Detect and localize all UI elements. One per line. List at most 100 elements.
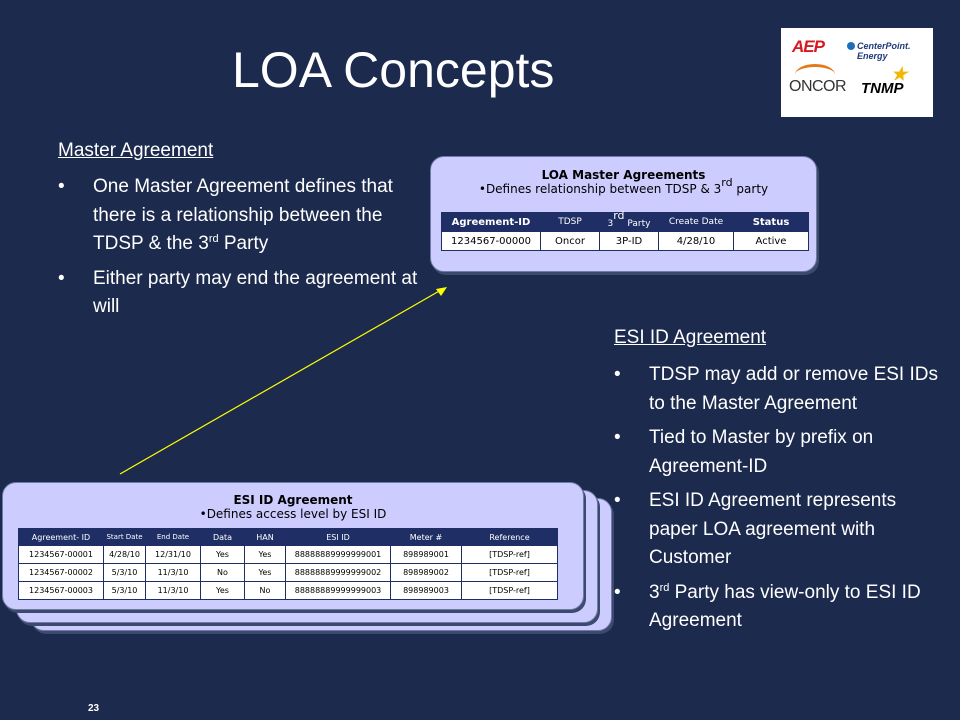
- table-cell: 1234567-00000: [441, 231, 541, 251]
- table-cell: 1234567-00003: [18, 581, 104, 600]
- column-header: Agreement- ID: [18, 528, 104, 546]
- master-bullet-1-after: Party: [218, 233, 269, 254]
- page-number: 23: [88, 703, 100, 714]
- table-cell: 5/3/10: [103, 563, 146, 582]
- column-header-after: Party: [624, 218, 651, 229]
- arrow-line: [119, 289, 442, 475]
- column-header: Meter #: [390, 528, 462, 546]
- table-cell: 12/31/10: [145, 545, 201, 564]
- table-header-row: Agreement- ID Start Date End Date Data H…: [18, 528, 558, 546]
- esi-box-subtitle: •Defines access level by ESI ID: [199, 507, 387, 521]
- column-header: Create Date: [658, 212, 734, 232]
- tnmp-logo: ★ TNMP: [861, 64, 907, 97]
- esi-bullet-4-pre: 3: [649, 581, 660, 603]
- column-header: End Date: [145, 528, 201, 546]
- master-box-subtitle: •Defines relationship between TDSP & 3rd…: [431, 177, 816, 196]
- master-bullet-1: • One Master Agreement defines that there…: [58, 173, 418, 259]
- slide-title: LOA Concepts: [232, 42, 555, 98]
- bullet-icon: •: [614, 364, 621, 385]
- table-cell: 88888889999999002: [285, 563, 391, 582]
- utility-logos: AEP CenterPoint. Energy ONCOR ★ TNMP: [781, 28, 933, 117]
- column-header: TDSP: [540, 212, 600, 232]
- master-agreements-table: Agreement-ID TDSP 3rd Party Create Date …: [441, 210, 809, 251]
- esi-bullet-4-text: Party has view-only to ESI ID Agreement: [649, 581, 921, 632]
- table-cell: 898989002: [390, 563, 462, 582]
- table-row: 1234567-00001 4/28/10 12/31/10 Yes Yes 8…: [18, 545, 558, 564]
- bullet-icon: •: [614, 581, 621, 603]
- aep-logo: AEP: [792, 37, 825, 56]
- esi-bullet-2-text: Tied to Master by prefix on Agreement-ID: [649, 427, 874, 477]
- table-cell: 5/3/10: [103, 581, 146, 600]
- centerpoint-dot-icon: [847, 42, 855, 50]
- column-header: ESI ID: [285, 528, 391, 546]
- oncor-logo: ONCOR: [789, 64, 847, 96]
- column-header: Reference: [461, 528, 558, 546]
- master-bullet-2: • Either party may end the agreement at w…: [58, 265, 418, 322]
- table-row: 1234567-00000 Oncor 3P-ID 4/28/10 Active: [441, 231, 809, 251]
- centerpoint-logo: CenterPoint. Energy: [847, 41, 911, 61]
- column-header: Start Date: [103, 528, 146, 546]
- table-cell: Yes: [244, 563, 286, 582]
- esi-bullet-4: • 3rd Party has view-only to ESI ID Agree…: [614, 579, 944, 636]
- bullet-icon: •: [58, 176, 65, 197]
- esi-bullet-2: • Tied to Master by prefix on Agreement-I…: [614, 424, 944, 481]
- esi-box-title: ESI ID Agreement: [233, 493, 353, 507]
- table-header-row: Agreement-ID TDSP 3rd Party Create Date …: [441, 210, 809, 232]
- master-agreement-heading: Master Agreement: [58, 140, 214, 161]
- bullet-icon: •: [614, 490, 621, 511]
- master-box-subtitle-sup: rd: [721, 176, 733, 189]
- table-cell: Yes: [200, 545, 245, 564]
- esi-bullet-3: • ESI ID Agreement represents paper LOA a…: [614, 487, 944, 573]
- centerpoint-logo-line2: Energy: [857, 51, 888, 61]
- table-cell: 898989003: [390, 581, 462, 600]
- tnmp-logo-text: TNMP: [861, 80, 904, 97]
- bullet-icon: •: [58, 267, 65, 289]
- table-cell: 4/28/10: [103, 545, 146, 564]
- arrow-head-icon: [436, 287, 447, 296]
- table-cell: No: [244, 581, 286, 600]
- table-row: 1234567-00003 5/3/10 11/3/10 Yes No 8888…: [18, 581, 558, 600]
- master-bullet-1-sup: rd: [208, 233, 219, 245]
- column-header: Status: [733, 212, 809, 232]
- column-header: Data: [200, 528, 245, 546]
- loa-master-agreements-box: LOA Master Agreements •Defines relations…: [430, 156, 817, 272]
- table-cell: Yes: [244, 545, 286, 564]
- table-cell: [TDSP-ref]: [461, 581, 558, 600]
- esi-agreement-heading: ESI ID Agreement: [614, 327, 767, 348]
- column-header: 3rd Party: [599, 210, 659, 232]
- table-cell: 1234567-00002: [18, 563, 104, 582]
- esi-bullet-3-text: ESI ID Agreement represents paper LOA ag…: [649, 490, 897, 568]
- table-cell: 88888889999999003: [285, 581, 391, 600]
- esi-bullet-1-text: TDSP may add or remove ESI IDs to the Ma…: [649, 364, 938, 414]
- esi-agreement-bullets: • TDSP may add or remove ESI IDs to the M…: [614, 361, 944, 642]
- master-bullet-1-text: One Master Agreement defines that there …: [93, 176, 393, 254]
- esi-id-agreement-box: ESI ID Agreement •Defines access level b…: [2, 482, 584, 610]
- table-cell: Active: [733, 231, 809, 251]
- table-cell: Yes: [200, 581, 245, 600]
- table-cell: 4/28/10: [658, 231, 734, 251]
- column-header-sup: rd: [613, 208, 625, 222]
- tnmp-star-icon: ★: [891, 64, 908, 84]
- master-box-title: LOA Master Agreements: [541, 168, 706, 182]
- esi-bullet-1: • TDSP may add or remove ESI IDs to the M…: [614, 361, 944, 418]
- master-box-subtitle-text: •Defines relationship between TDSP & 3: [478, 182, 722, 196]
- column-header: Agreement-ID: [441, 212, 541, 232]
- oncor-arc-icon: [795, 64, 835, 85]
- table-cell: 898989001: [390, 545, 462, 564]
- table-cell: [TDSP-ref]: [461, 545, 558, 564]
- table-cell: 11/3/10: [145, 581, 201, 600]
- esi-bullet-4-sup: rd: [659, 581, 670, 594]
- bullet-icon: •: [614, 427, 621, 448]
- master-box-subtitle-after: party: [732, 182, 769, 196]
- table-cell: 1234567-00001: [18, 545, 104, 564]
- table-cell: 88888889999999001: [285, 545, 391, 564]
- centerpoint-logo-line1: CenterPoint.: [857, 41, 911, 51]
- master-bullet-2-text: Either party may end the agreement at wi…: [93, 267, 418, 318]
- master-agreement-bullets: • One Master Agreement defines that there…: [58, 173, 418, 328]
- table-cell: No: [200, 563, 245, 582]
- table-row: 1234567-00002 5/3/10 11/3/10 No Yes 8888…: [18, 563, 558, 582]
- table-cell: Oncor: [540, 231, 600, 251]
- table-cell: 11/3/10: [145, 563, 201, 582]
- esi-agreements-table: Agreement- ID Start Date End Date Data H…: [18, 528, 558, 600]
